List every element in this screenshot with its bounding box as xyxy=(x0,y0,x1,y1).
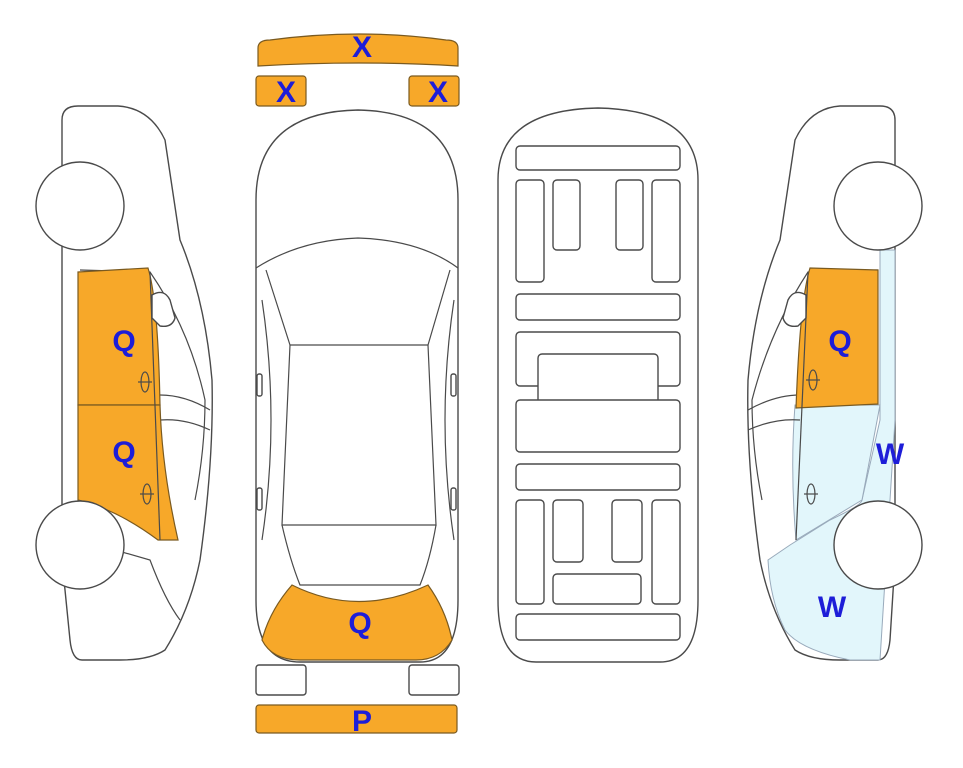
code-front-right-light: X xyxy=(428,76,448,109)
code-left-rear-door: Q xyxy=(112,436,135,469)
top-view: X X X Q P xyxy=(255,31,460,738)
right-front-wheel xyxy=(833,161,923,251)
left-rear-wheel xyxy=(35,500,125,590)
front-right-light-panel[interactable] xyxy=(408,75,460,107)
rear-bumper-panel[interactable] xyxy=(255,704,458,734)
underside-view xyxy=(497,107,699,663)
door-handle-icon xyxy=(140,483,154,505)
trunk-lid-panel[interactable] xyxy=(261,584,453,661)
left-side-view: Q Q xyxy=(35,105,213,661)
rear-left-light xyxy=(255,664,307,696)
code-rear-bumper: P xyxy=(352,705,372,738)
code-front-left-light: X xyxy=(276,76,296,109)
code-right-rear-door: W xyxy=(876,438,905,471)
right-rear-wheel xyxy=(833,500,923,590)
code-right-front-door: Q xyxy=(828,325,851,358)
front-left-light-panel[interactable] xyxy=(255,75,307,107)
door-handle-icon xyxy=(804,483,818,505)
code-left-front-door: Q xyxy=(112,325,135,358)
door-handle-icon xyxy=(806,369,820,391)
door-handle-icon xyxy=(138,371,152,393)
rear-right-light xyxy=(408,664,460,696)
left-front-wheel xyxy=(35,161,125,251)
code-trunk-lid: Q xyxy=(348,607,371,640)
right-side-view: Q W W xyxy=(747,105,923,661)
code-right-rear-quarter: W xyxy=(818,591,847,624)
front-bumper-panel[interactable] xyxy=(257,33,459,67)
code-front-bumper: X xyxy=(352,31,372,64)
right-front-door-panel[interactable] xyxy=(795,267,879,409)
